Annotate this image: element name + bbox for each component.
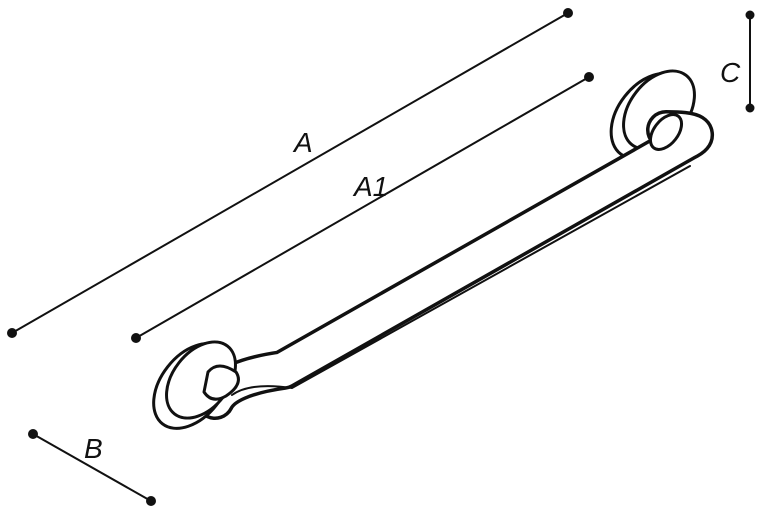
- dimension-a1-label: A1: [352, 171, 388, 202]
- dimension-a1-start-dot: [131, 333, 141, 343]
- dimension-a1-end-dot: [584, 72, 594, 82]
- dimension-a-line: [11, 12, 569, 334]
- dimension-a-end-dot: [563, 8, 573, 18]
- dimension-a1: A1: [131, 72, 594, 343]
- dimension-a-start-dot: [7, 328, 17, 338]
- dimension-c-bottom-dot: [745, 103, 755, 113]
- dimension-c-top-dot: [745, 10, 755, 20]
- dimension-b-start-dot: [28, 429, 38, 439]
- tube-lower-edge: [231, 165, 691, 396]
- right-tube-collar: [648, 113, 684, 151]
- dimension-a1-line: [135, 76, 590, 339]
- left-tube-stub: [202, 364, 240, 401]
- dimension-b-end-dot: [146, 496, 156, 506]
- dimension-c-label: C: [720, 57, 741, 88]
- dimension-b-label: B: [84, 433, 103, 464]
- grab-bar: [152, 69, 715, 430]
- dimension-a-label: A: [292, 127, 313, 158]
- dimension-a: A: [7, 8, 573, 338]
- grab-bar-tube-body: [198, 113, 711, 417]
- dimension-b-line: [32, 433, 152, 502]
- dimension-c: C: [720, 10, 755, 113]
- dimension-b: B: [28, 429, 156, 506]
